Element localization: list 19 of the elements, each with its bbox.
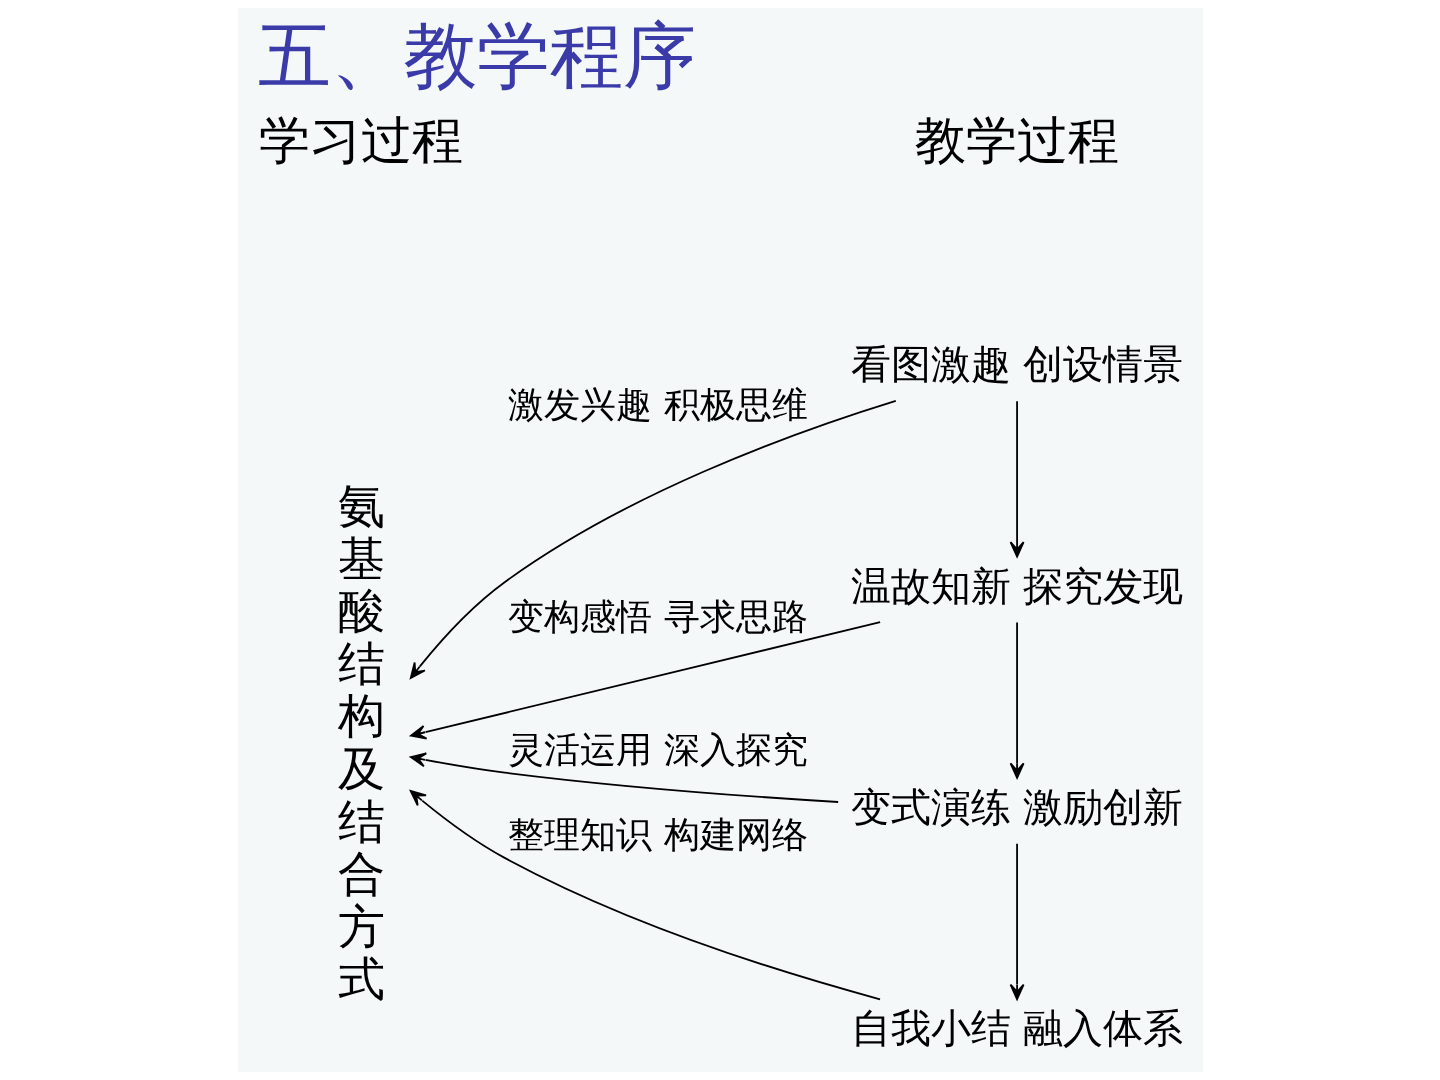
edge-label: 激发兴趣 积极思维 <box>507 383 808 427</box>
node-text: 变式演练 激励创新 <box>850 783 1183 830</box>
node-text: 氨基酸结构及结合方式 <box>337 477 385 1007</box>
node-text: 看图激趣 创设情景 <box>850 341 1183 388</box>
diagram-title: 五、教学程序 <box>257 13 696 98</box>
label: 学习过程 <box>258 110 463 170</box>
edge-label: 整理知识 构建网络 <box>507 813 808 856</box>
arrow <box>409 790 881 1001</box>
arrow <box>409 752 839 803</box>
arrow <box>1009 400 1024 558</box>
arrow <box>409 621 881 740</box>
arrow <box>1009 842 1024 1001</box>
edge-label: 变构感悟 寻求思路 <box>507 595 808 639</box>
node-text: 温故知新 探究发现 <box>850 562 1183 609</box>
arrow <box>1009 621 1024 779</box>
edge-label: 灵活运用 深入探究 <box>507 727 808 771</box>
node-text: 自我小结 融入体系 <box>850 1005 1183 1052</box>
arrow <box>409 399 897 679</box>
label: 教学过程 <box>914 110 1119 170</box>
